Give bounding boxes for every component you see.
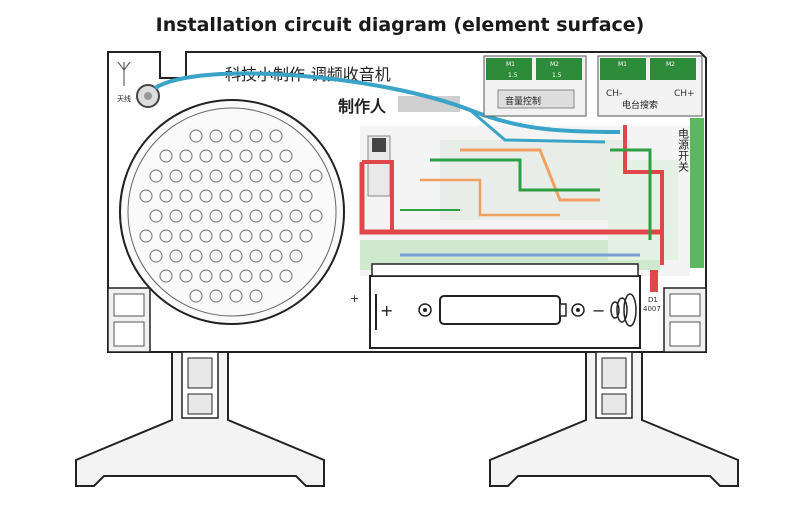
speaker-hole bbox=[269, 209, 283, 223]
speaker-hole bbox=[159, 189, 173, 203]
diagram-title: Installation circuit diagram (element su… bbox=[155, 14, 645, 36]
switch-left-label: 音量控制 bbox=[505, 95, 541, 107]
speaker-hole bbox=[169, 169, 183, 183]
speaker-hole bbox=[209, 169, 223, 183]
speaker-grille-icon bbox=[119, 99, 345, 325]
battery-minus: − bbox=[592, 301, 605, 320]
speaker-hole bbox=[229, 289, 243, 303]
speaker-hole bbox=[299, 189, 313, 203]
switch-tag-3: M1 bbox=[618, 61, 627, 68]
switch-sub-1: 1.5 bbox=[508, 72, 518, 79]
speaker-hole bbox=[259, 149, 273, 163]
speaker-hole bbox=[289, 249, 303, 263]
speaker-hole bbox=[159, 229, 173, 243]
speaker-hole bbox=[239, 149, 253, 163]
speaker-hole bbox=[169, 209, 183, 223]
speaker-hole bbox=[239, 269, 253, 283]
speaker-hole bbox=[149, 169, 163, 183]
speaker-hole bbox=[139, 189, 153, 203]
speaker-hole bbox=[249, 249, 263, 263]
speaker-hole bbox=[279, 189, 293, 203]
speaker-hole bbox=[179, 229, 193, 243]
speaker-hole bbox=[299, 229, 313, 243]
switch-tag-2: M2 bbox=[550, 61, 559, 68]
speaker-hole bbox=[229, 209, 243, 223]
speaker-hole bbox=[309, 169, 323, 183]
battery-plus: + bbox=[380, 301, 393, 320]
speaker-hole bbox=[259, 269, 273, 283]
battery-plus-outer: + bbox=[350, 292, 359, 305]
speaker-hole bbox=[139, 229, 153, 243]
component-area bbox=[153, 71, 704, 276]
maker-label: 制作人 bbox=[338, 97, 387, 116]
switch-tag-1: M1 bbox=[506, 61, 515, 68]
speaker-hole bbox=[169, 249, 183, 263]
speaker-hole bbox=[199, 149, 213, 163]
speaker-hole bbox=[289, 209, 303, 223]
speaker-hole bbox=[219, 149, 233, 163]
switch-tag-4: M2 bbox=[666, 61, 675, 68]
right-stand bbox=[489, 351, 739, 487]
speaker-hole bbox=[229, 169, 243, 183]
speaker-hole bbox=[279, 229, 293, 243]
speaker-hole bbox=[289, 169, 303, 183]
speaker-hole bbox=[309, 209, 323, 223]
speaker-hole bbox=[209, 129, 223, 143]
diode-label: D1 bbox=[648, 296, 658, 304]
speaker-hole bbox=[249, 129, 263, 143]
spring-icon bbox=[610, 293, 637, 327]
speaker-hole bbox=[269, 169, 283, 183]
left-latch bbox=[107, 287, 151, 353]
speaker-hole bbox=[199, 229, 213, 243]
power-switch-label: 电源开关 bbox=[677, 128, 690, 173]
left-stand bbox=[75, 351, 325, 487]
speaker-hole bbox=[269, 129, 283, 143]
speaker-hole bbox=[189, 289, 203, 303]
speaker-hole bbox=[189, 209, 203, 223]
switch-right-label: 电台搜索 bbox=[622, 99, 658, 111]
diode: D1 4007 bbox=[643, 270, 661, 313]
speaker-hole bbox=[209, 249, 223, 263]
speaker-hole bbox=[189, 129, 203, 143]
speaker-hole bbox=[209, 209, 223, 223]
antenna-label: 天线 bbox=[117, 94, 131, 103]
speaker-hole bbox=[269, 249, 283, 263]
speaker-hole bbox=[249, 209, 263, 223]
speaker-hole bbox=[159, 149, 173, 163]
speaker-hole bbox=[279, 269, 293, 283]
speaker-hole bbox=[259, 229, 273, 243]
right-latch bbox=[663, 287, 707, 353]
speaker-hole bbox=[259, 189, 273, 203]
speaker-hole bbox=[219, 229, 233, 243]
speaker-hole bbox=[279, 149, 293, 163]
speaker-hole bbox=[179, 149, 193, 163]
ch-plus-label: CH+ bbox=[674, 89, 695, 99]
antenna-icon bbox=[117, 61, 131, 86]
speaker-hole bbox=[249, 289, 263, 303]
speaker-hole bbox=[209, 289, 223, 303]
ch-minus-label: CH- bbox=[606, 89, 622, 99]
speaker-hole bbox=[219, 269, 233, 283]
switch-sub-2: 1.5 bbox=[552, 72, 562, 79]
speaker-hole bbox=[219, 189, 233, 203]
switch-group-right bbox=[597, 55, 703, 117]
speaker-hole bbox=[189, 169, 203, 183]
speaker-hole bbox=[229, 129, 243, 143]
speaker-hole bbox=[189, 249, 203, 263]
speaker-hole bbox=[149, 209, 163, 223]
speaker-hole bbox=[239, 229, 253, 243]
speaker-hole bbox=[179, 189, 193, 203]
speaker-hole bbox=[179, 269, 193, 283]
diode-code: 4007 bbox=[643, 305, 661, 313]
battery-icon bbox=[418, 295, 585, 325]
speaker-hole bbox=[229, 249, 243, 263]
speaker-hole bbox=[249, 169, 263, 183]
switch-group-left bbox=[483, 55, 587, 117]
speaker-hole bbox=[239, 189, 253, 203]
speaker-hole bbox=[199, 269, 213, 283]
speaker-hole bbox=[149, 249, 163, 263]
speaker-hole bbox=[199, 189, 213, 203]
speaker-hole bbox=[159, 269, 173, 283]
